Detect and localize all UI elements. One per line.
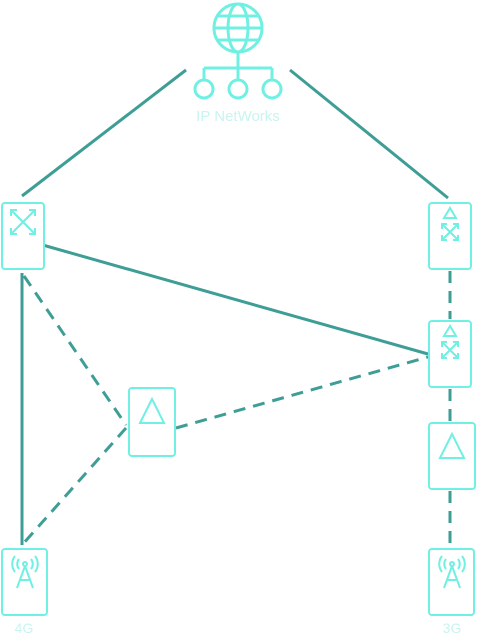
generation-label-3g: 3G [442,620,462,636]
mme-label: MME [141,437,163,447]
router-arrows-icon [10,209,36,235]
sgw-node[interactable]: S&P GW [1,202,45,270]
enodeb-node[interactable]: eNodeB [1,548,48,616]
enodeb-label: eNodeB [8,598,41,608]
link-sgw-sgsn [24,238,429,356]
links-layer [20,68,452,547]
globe-network-icon [193,2,283,100]
link-sgw-mme [22,275,128,426]
rnc-node[interactable]: RNC [428,422,476,490]
rnc-label: RNC [442,470,462,480]
link-mme-sgsn [175,355,429,430]
antenna-tower-icon [11,555,39,589]
mme-node[interactable]: MME [128,387,176,457]
link-mme-enodeb [20,427,128,546]
sgw-label-line1: S&P [13,244,32,254]
sgsn-label: SGSN [437,370,463,380]
ggsn-node[interactable]: GGSN [428,202,472,270]
link-network-sgw [21,68,187,198]
antenna-tower-icon [438,555,466,589]
generation-label-4g: 4G [14,620,34,636]
router-arrows-icon [441,206,459,241]
router-arrows-icon [441,324,459,359]
nodeb-node[interactable]: NodeB [428,548,475,616]
triangle-icon [138,396,166,424]
nodeb-label: NodeB [437,598,466,608]
network-label: IP NetWorks [196,108,280,125]
ggsn-label: GGSN [436,250,464,260]
sgw-label-line2: GW [15,256,31,266]
sgsn-node[interactable]: SGSN [428,320,472,388]
triangle-icon [438,431,466,459]
link-network-ggsn [289,68,449,200]
